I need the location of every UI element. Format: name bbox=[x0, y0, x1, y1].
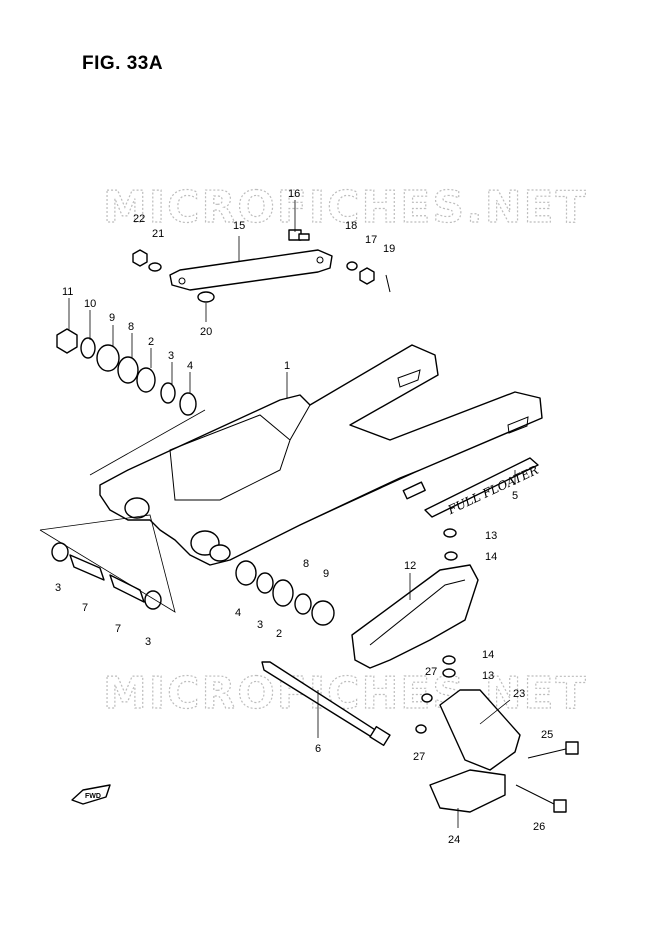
callout-3-right: 3 bbox=[257, 619, 263, 631]
callout-4-top: 4 bbox=[187, 360, 193, 372]
callout-26: 26 bbox=[533, 821, 545, 833]
callout-6: 6 bbox=[315, 743, 321, 755]
callout-3-lower: 3 bbox=[145, 636, 151, 648]
callout-5: 5 bbox=[512, 490, 518, 502]
decal-text: FULL FLOATER bbox=[445, 463, 541, 518]
left-bearing-stack bbox=[56, 328, 197, 416]
fwd-label: FWD bbox=[85, 793, 101, 800]
callout-2-top: 2 bbox=[148, 336, 154, 348]
callout-24: 24 bbox=[448, 834, 460, 846]
callout-18: 18 bbox=[345, 220, 357, 232]
callout-15: 15 bbox=[233, 220, 245, 232]
callout-19: 19 bbox=[383, 243, 395, 255]
callout-27-bottom: 27 bbox=[413, 751, 425, 763]
callout-21: 21 bbox=[152, 228, 164, 240]
leader-lines bbox=[68, 200, 516, 828]
callout-8-right: 8 bbox=[303, 558, 309, 570]
callout-23: 23 bbox=[513, 688, 525, 700]
callout-16: 16 bbox=[288, 188, 300, 200]
right-bearing-stack bbox=[235, 560, 335, 626]
callout-3-top: 3 bbox=[168, 350, 174, 362]
callout-3-left: 3 bbox=[55, 582, 61, 594]
lower-left-bushings bbox=[51, 542, 162, 610]
figure-title: FIG. 33A bbox=[82, 53, 164, 74]
callout-13-top: 13 bbox=[485, 530, 497, 542]
callout-27-top: 27 bbox=[425, 666, 437, 678]
callout-12: 12 bbox=[404, 560, 416, 572]
fwd-arrow-icon: FWD bbox=[71, 784, 111, 805]
callout-25: 25 bbox=[541, 729, 553, 741]
assembly-guides bbox=[39, 409, 206, 613]
swingarm bbox=[99, 344, 543, 566]
callout-20: 20 bbox=[200, 326, 212, 338]
callout-10: 10 bbox=[84, 298, 96, 310]
callout-2-right: 2 bbox=[276, 628, 282, 640]
chain-guide bbox=[351, 528, 479, 678]
callout-labels: 1 5 6 22 21 15 16 18 17 19 20 11 10 9 8 … bbox=[55, 188, 553, 846]
callout-8-top: 8 bbox=[128, 321, 134, 333]
callout-13-bottom: 13 bbox=[482, 670, 494, 682]
callout-11: 11 bbox=[62, 286, 73, 298]
chain-guide-support bbox=[415, 689, 579, 813]
watermark-top: MICROFICHES.NET bbox=[103, 182, 588, 233]
callout-14-bottom: 14 bbox=[482, 649, 494, 661]
callout-17: 17 bbox=[365, 234, 377, 246]
callout-7-b: 7 bbox=[115, 623, 121, 635]
callout-14-top: 14 bbox=[485, 551, 497, 563]
callout-1: 1 bbox=[284, 360, 290, 372]
torque-link-assembly bbox=[132, 229, 391, 303]
callout-9-top: 9 bbox=[109, 312, 115, 324]
callout-22: 22 bbox=[133, 213, 145, 225]
pivot-axle bbox=[261, 661, 391, 747]
callout-9-right: 9 bbox=[323, 568, 329, 580]
callout-4-right: 4 bbox=[235, 607, 241, 619]
callout-7-a: 7 bbox=[82, 602, 88, 614]
